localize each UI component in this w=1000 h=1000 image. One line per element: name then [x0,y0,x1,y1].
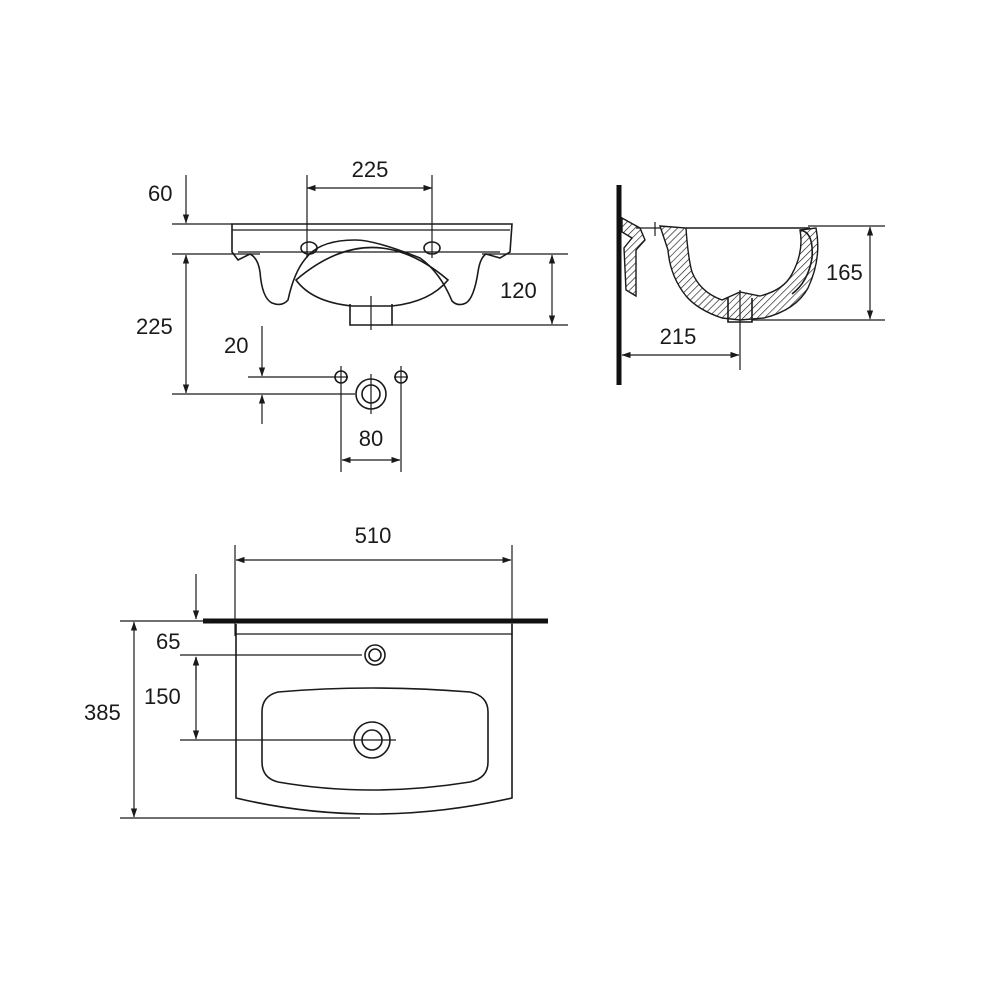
dim-label-side-height: 165 [826,260,863,285]
front-bowl-arc [294,246,450,307]
side-basin-section [659,225,819,321]
dim-label-bowl-height: 120 [500,278,537,303]
top-bowl-outline [261,687,489,791]
side-overflow-channel [791,229,814,295]
front-basin-outline [231,223,513,306]
front-view: 225 60 225 120 20 80 [136,157,568,472]
dim-label-drain-from-wall: 215 [660,324,697,349]
dim-label-top-depth: 385 [84,700,121,725]
dim-label-tap-to-drain: 150 [144,684,181,709]
dim-label-tap-from-wall: 65 [156,629,180,654]
top-view: 510 385 65 150 [84,523,548,819]
top-tap-hole-outer [364,644,386,666]
dim-label-depth-to-holes: 225 [136,314,173,339]
front-tap-hole-left [300,241,318,255]
dim-label-top-width: 510 [355,523,392,548]
dim-label-top-thickness: 60 [148,181,172,206]
side-view: 165 215 [616,185,885,385]
dim-label-hole-offset: 20 [224,333,248,358]
side-wall-bracket [621,216,646,298]
top-basin-outline [235,624,513,815]
dim-label-faucet-spacing: 225 [352,157,389,182]
top-tap-hole-inner [368,648,382,662]
dim-label-hole-spacing: 80 [359,426,383,451]
